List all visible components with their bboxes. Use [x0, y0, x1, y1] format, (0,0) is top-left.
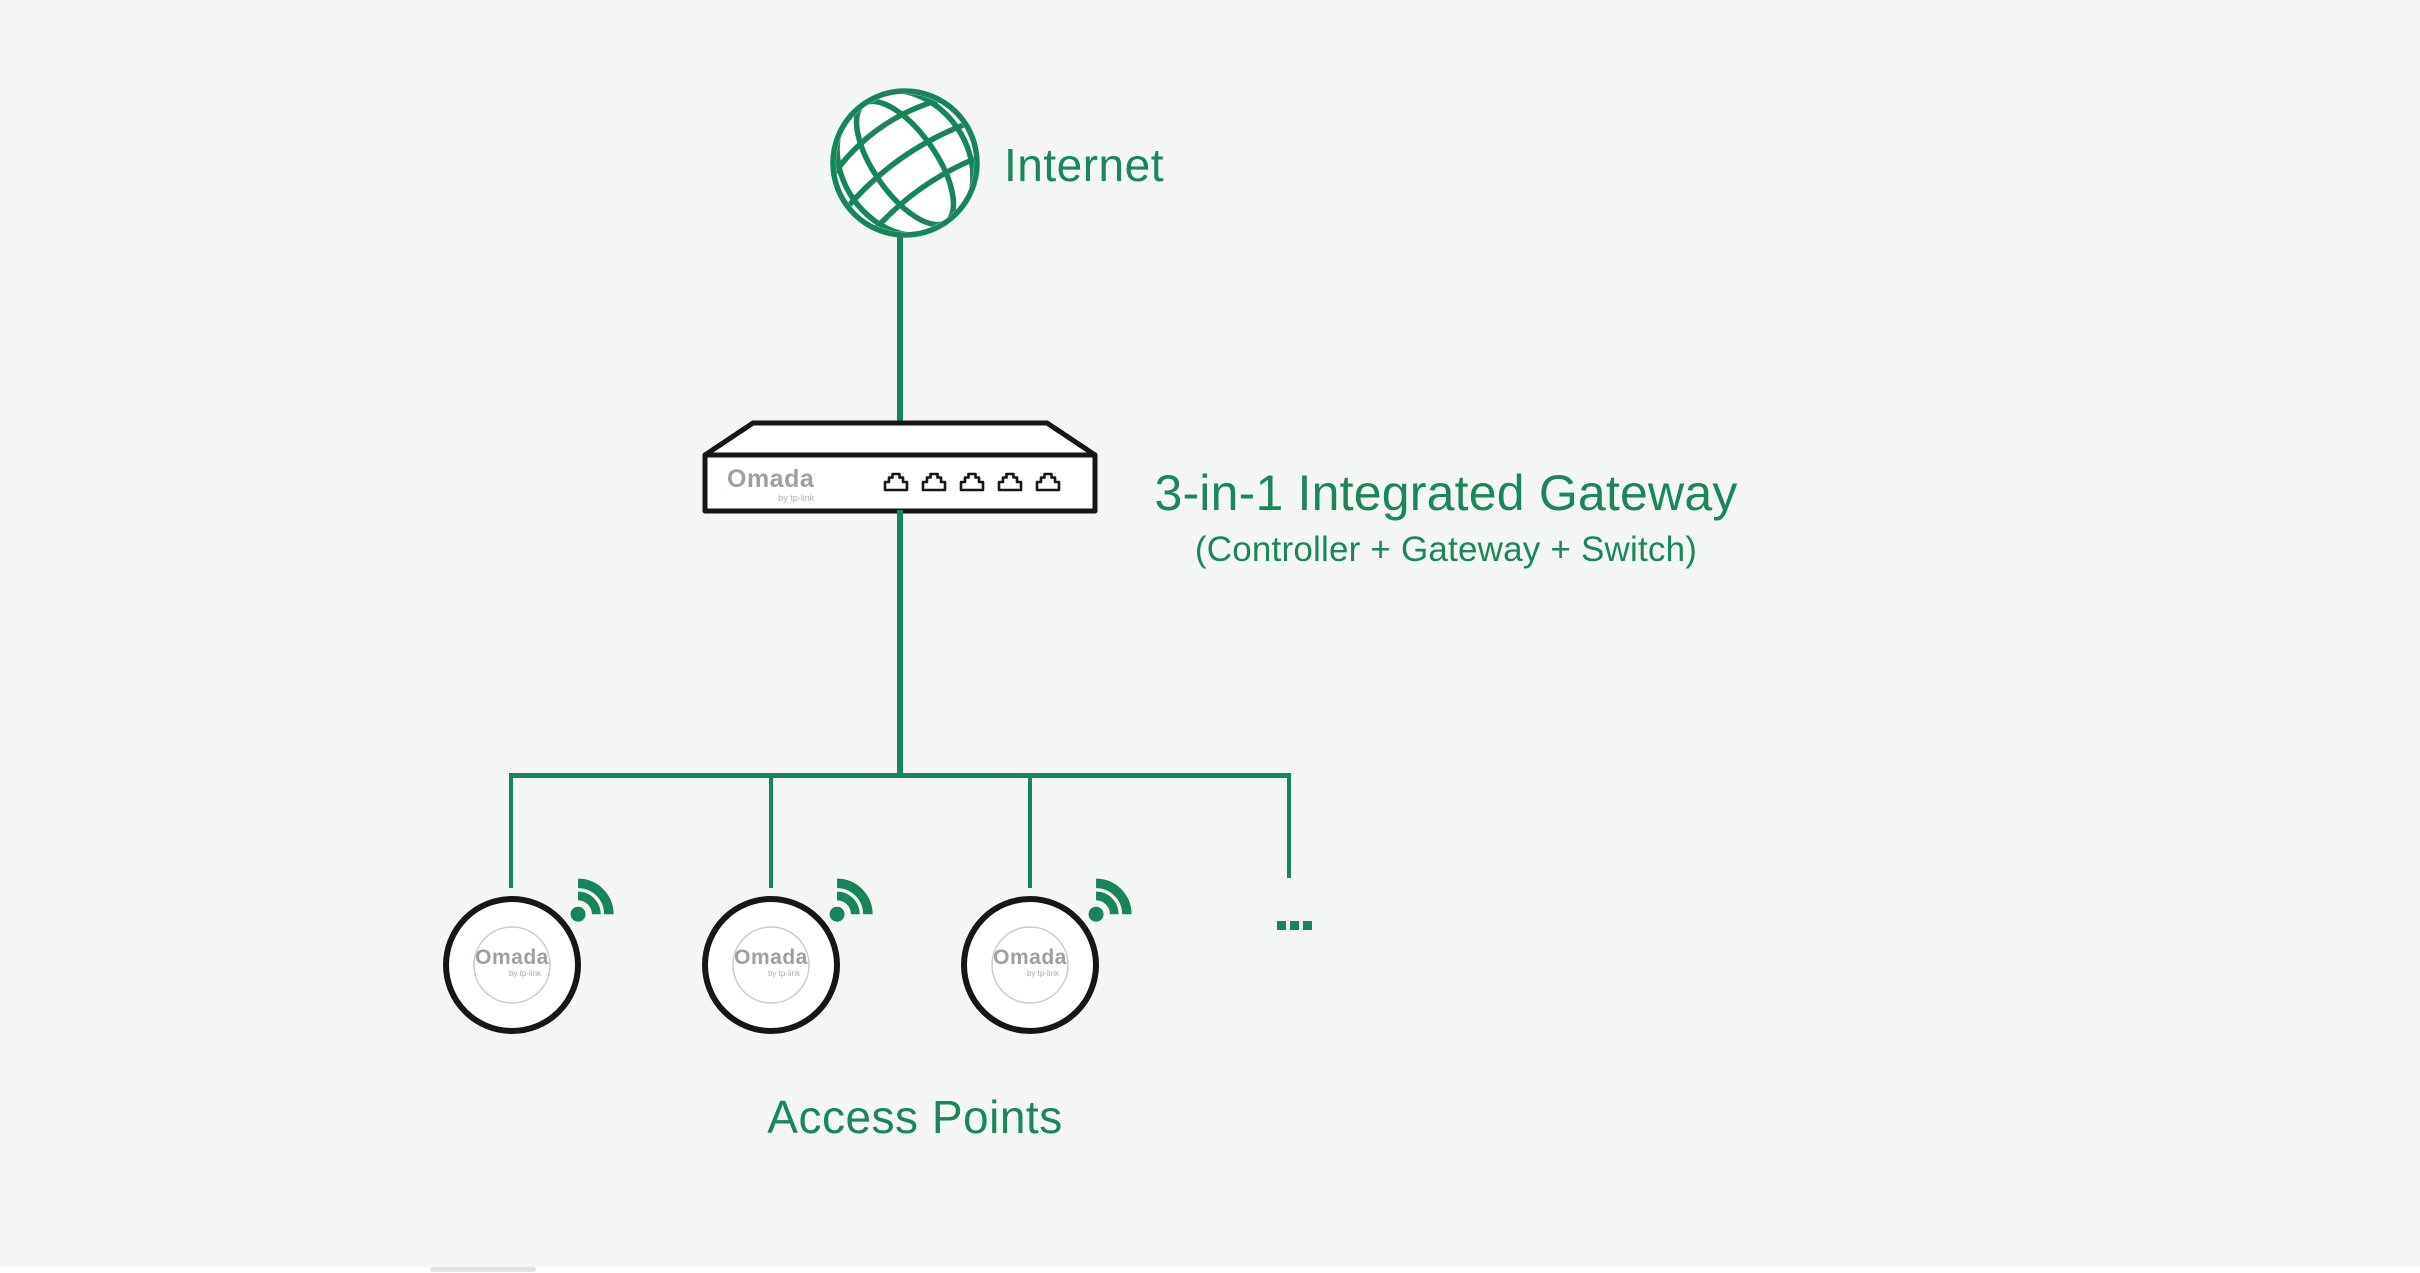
access-point-1: Omada by tp-link [440, 893, 584, 1037]
access-point-brand-omada: Omada [734, 946, 808, 969]
ellipsis-dot [1303, 921, 1312, 930]
ethernet-port-icon [959, 472, 985, 492]
access-point-device-icon [702, 896, 840, 1034]
internet-label: Internet [1004, 139, 1164, 191]
ethernet-port-icon [883, 472, 909, 492]
gateway-device: Omada by tp-link [695, 413, 1105, 518]
lan-branch-line-3 [1028, 776, 1032, 888]
horizontal-scrollbar-track[interactable] [0, 1267, 2420, 1273]
ethernet-port-icon [921, 472, 947, 492]
lan-bus-line [509, 773, 1291, 778]
gateway-ports [883, 472, 1061, 492]
gateway-brand-omada: Omada [727, 465, 815, 493]
gateway-title: 3-in-1 Integrated Gateway [1154, 465, 1738, 521]
access-point-3: Omada by tp-link [958, 893, 1102, 1037]
lan-branch-line-4 [1287, 776, 1291, 878]
link-gateway-to-lan [897, 510, 903, 776]
wifi-signal-icon [1088, 878, 1132, 922]
horizontal-scrollbar-thumb[interactable] [430, 1267, 536, 1272]
ellipsis-dot [1277, 921, 1286, 930]
access-point-2: Omada by tp-link [699, 893, 843, 1037]
gateway-brand: Omada by tp-link [727, 467, 814, 503]
access-point-brand-sub: by tp-link [1026, 969, 1059, 978]
lan-branch-line-2 [769, 776, 773, 888]
gateway-brand-sub: by tp-link [778, 493, 815, 503]
wifi-signal-icon [570, 878, 614, 922]
ethernet-port-icon [997, 472, 1023, 492]
wifi-signal-icon [829, 878, 873, 922]
access-point-brand-omada: Omada [993, 946, 1067, 969]
gateway-subtitle: (Controller + Gateway + Switch) [1194, 530, 1698, 569]
gateway-caption: 3-in-1 Integrated Gateway (Controller + … [1138, 466, 1754, 570]
access-point-brand-sub: by tp-link [508, 969, 541, 978]
more-access-points-ellipsis: ... [1277, 921, 1312, 930]
access-points-label: Access Points [767, 1091, 1063, 1143]
access-point-device-icon [443, 896, 581, 1034]
access-point-brand: Omada by tp-link [699, 947, 843, 978]
link-internet-to-gateway [897, 236, 903, 424]
access-point-brand-sub: by tp-link [767, 969, 800, 978]
lan-branch-line-1 [509, 776, 513, 888]
ethernet-port-icon [1035, 472, 1061, 492]
access-point-brand: Omada by tp-link [440, 947, 584, 978]
access-point-brand: Omada by tp-link [958, 947, 1102, 978]
access-point-device-icon [961, 896, 1099, 1034]
ellipsis-dot [1290, 921, 1299, 930]
internet-globe-icon [828, 87, 982, 239]
access-point-brand-omada: Omada [475, 946, 549, 969]
